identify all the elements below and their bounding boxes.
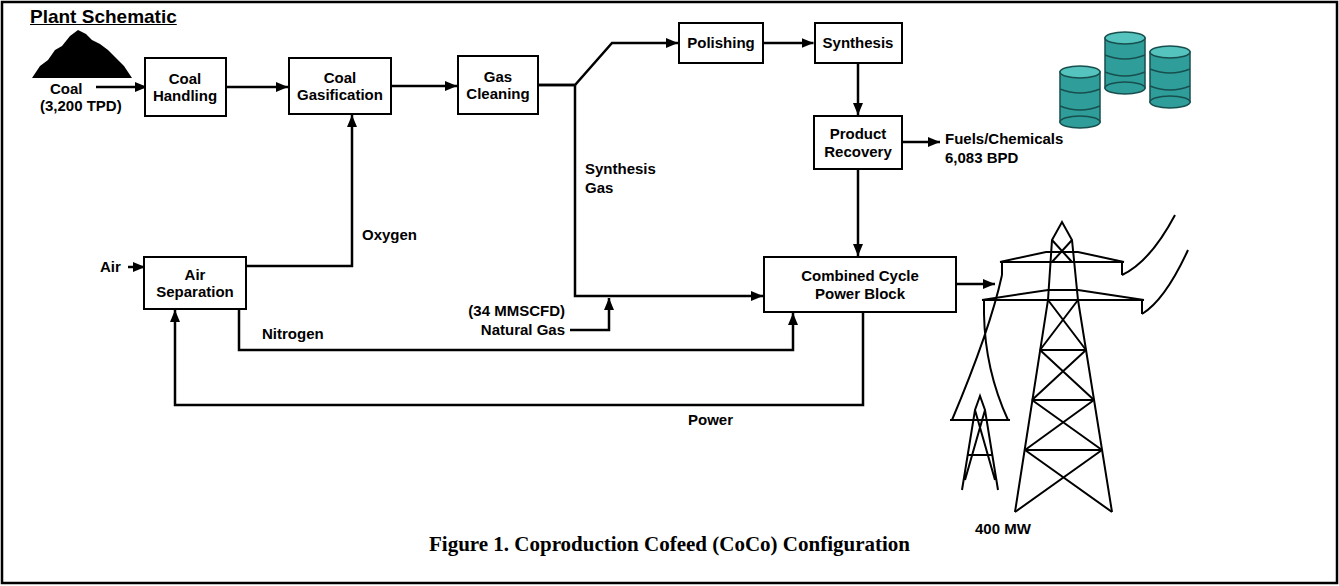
plain-label: Air bbox=[100, 258, 121, 277]
power-out-arrow bbox=[955, 283, 995, 286]
edge-label: Nitrogen bbox=[262, 325, 324, 344]
process-box: Synthesis bbox=[814, 22, 903, 64]
feed-arrow bbox=[96, 86, 147, 89]
box-label: Polishing bbox=[687, 34, 755, 51]
process-box: Coal Handling bbox=[144, 57, 227, 117]
flow-arrow bbox=[857, 64, 860, 115]
plain-label: Synthesis Gas bbox=[585, 160, 665, 198]
process-box: Combined Cycle Power Block bbox=[763, 256, 957, 313]
coal-pile bbox=[32, 30, 132, 78]
edge-label: Oxygen bbox=[362, 226, 417, 245]
flow-arrow bbox=[227, 86, 289, 89]
figure-caption: Figure 1. Coproduction Cofeed (CoCo) Con… bbox=[0, 532, 1339, 557]
box-label: Air Separation bbox=[150, 266, 240, 301]
plain-label: 400 MW bbox=[975, 520, 1031, 539]
box-label: Combined Cycle Power Block bbox=[783, 267, 937, 302]
flow-arrow bbox=[857, 170, 860, 256]
process-box: Gas Cleaning bbox=[457, 55, 539, 115]
flow-arrow bbox=[539, 85, 763, 296]
product-arrow bbox=[901, 141, 940, 144]
process-box: Air Separation bbox=[143, 256, 247, 310]
box-label: Gas Cleaning bbox=[464, 68, 532, 103]
box-label: Product Recovery bbox=[820, 125, 896, 160]
plain-label: (34 MMSCFD) Natural Gas bbox=[455, 302, 565, 340]
flow-arrow bbox=[392, 85, 457, 88]
edge-label: Power bbox=[688, 411, 733, 430]
flow-arrow bbox=[539, 43, 678, 85]
natural-gas-line bbox=[570, 298, 609, 330]
oil-barrels bbox=[1060, 32, 1190, 128]
process-box: Product Recovery bbox=[813, 115, 903, 170]
plant-title: Plant Schematic bbox=[30, 6, 177, 28]
flow-arrow bbox=[247, 115, 352, 266]
box-label: Synthesis bbox=[823, 34, 894, 51]
process-box: Polishing bbox=[678, 22, 764, 64]
box-label: Coal Gasification bbox=[295, 69, 385, 104]
box-label: Coal Handling bbox=[151, 70, 220, 105]
transmission-towers bbox=[950, 215, 1188, 512]
plain-label: Coal bbox=[50, 80, 83, 99]
plain-label: (3,200 TPD) bbox=[40, 97, 122, 116]
process-box: Coal Gasification bbox=[288, 57, 392, 115]
plain-label: Fuels/Chemicals 6,083 BPD bbox=[945, 130, 1080, 168]
flow-arrow bbox=[764, 42, 814, 45]
